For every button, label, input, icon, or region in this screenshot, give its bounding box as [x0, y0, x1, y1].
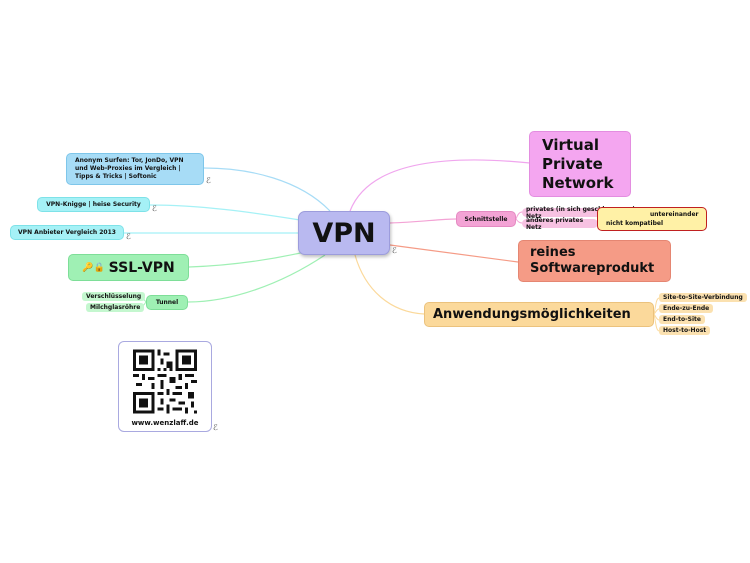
topic-anwendungsmoeglichkeiten[interactable]: Anwendungsmöglichkeiten — [424, 302, 654, 327]
subtopic-milchglasroehre[interactable]: Milchglasröhre — [86, 303, 145, 312]
link-icon[interactable]: ℰ — [206, 176, 211, 185]
link-icon[interactable]: ℰ — [126, 232, 131, 241]
callout-not-compatible[interactable]: untereinander nicht kompatibel — [597, 207, 707, 231]
topic-ssl-vpn[interactable]: 🔑🔒 SSL-VPN — [68, 254, 189, 281]
link-icon[interactable]: ℰ — [152, 204, 157, 213]
link-icon[interactable]: ℰ — [213, 423, 218, 432]
ssl-vpn-label: SSL-VPN — [108, 259, 175, 276]
qr-code-node[interactable]: www.wenzlaff.de — [118, 341, 212, 432]
subtopic-end-to-site[interactable]: End-to-Site — [659, 315, 705, 324]
qr-code-image — [133, 349, 197, 414]
subtopic-site-to-site[interactable]: Site-to-Site-Verbindung — [659, 293, 747, 302]
central-topic-vpn[interactable]: VPN — [298, 211, 390, 255]
topic-vpn-knigge-link[interactable]: VPN-Knigge | heise Security — [37, 197, 150, 212]
subtopic-ende-zu-ende[interactable]: Ende-zu-Ende — [659, 304, 714, 313]
callout-line-2: nicht kompatibel — [606, 220, 664, 227]
link-icon[interactable]: ℰ — [392, 246, 397, 255]
callout-line-1: untereinander — [650, 211, 699, 218]
topic-schnittstelle[interactable]: Schnittstelle — [456, 211, 516, 227]
subtopic-verschluesselung[interactable]: Verschlüsselung — [82, 292, 146, 301]
subtopic-host-to-host[interactable]: Host-to-Host — [659, 326, 711, 335]
topic-software-product[interactable]: reines Softwareprodukt — [518, 240, 671, 282]
subtopic-private-net-1[interactable]: privates (in sich geschlossenen) Netz — [522, 206, 648, 220]
key-lock-icon: 🔑🔒 — [82, 262, 105, 273]
qr-code-caption: www.wenzlaff.de — [131, 419, 199, 427]
subtopic-private-net-2[interactable]: anderes privates Netz — [522, 217, 598, 231]
topic-anonym-surfen-link[interactable]: Anonym Surfen: Tor, JonDo, VPN und Web-P… — [66, 153, 204, 185]
topic-vpn-anbieter-link[interactable]: VPN Anbieter Vergleich 2013 — [10, 225, 124, 240]
topic-virtual-private-network[interactable]: Virtual Private Network — [529, 131, 631, 197]
topic-tunnel[interactable]: Tunnel — [146, 295, 188, 310]
